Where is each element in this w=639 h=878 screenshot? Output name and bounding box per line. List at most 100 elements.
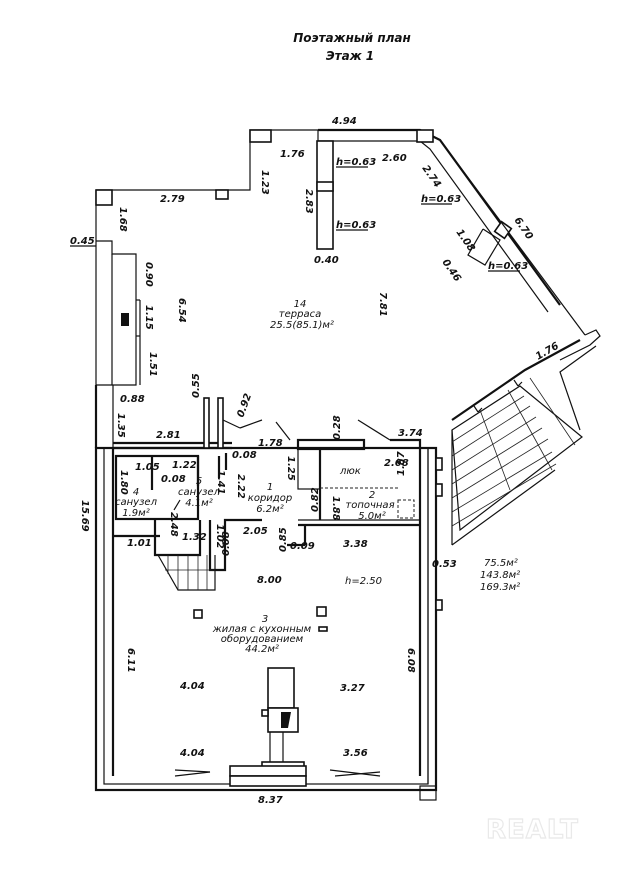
- column: [316, 606, 327, 617]
- dim-label: 2.05: [243, 526, 268, 537]
- dim-label: 1.76: [280, 149, 305, 160]
- partition: [203, 397, 210, 449]
- dim-label: 1.22: [172, 460, 197, 471]
- post: [435, 599, 443, 611]
- dim-label: 0.85: [278, 527, 289, 552]
- dimension-labels: 4.94 1.76 1.23 2.79 1.68 0.45 0.90 1.15 …: [70, 116, 561, 806]
- living-fixtures: [174, 606, 437, 801]
- post: [215, 189, 229, 200]
- room-corridor: 1 коридор 6.2м²: [248, 482, 292, 515]
- dim-label: 1.87: [396, 451, 407, 476]
- total-area: 169.3м²: [480, 582, 520, 593]
- floor-label: Этаж 1: [326, 49, 374, 63]
- room-number: 5: [196, 476, 202, 487]
- dim-label: 0.55: [191, 373, 202, 398]
- dim-label: 3.38: [343, 539, 368, 550]
- dim-label: 1.88: [330, 496, 341, 521]
- room-name-2: оборудованием: [221, 633, 304, 645]
- room-name: терраса: [279, 309, 321, 320]
- pillar-height-label: h=0.63: [421, 194, 461, 205]
- interior-stairs: [157, 554, 216, 591]
- dim-label: 0.90: [143, 262, 154, 287]
- dim-label: 1.32: [182, 532, 207, 543]
- room-name: жилая с кухонным: [212, 624, 312, 635]
- dim-label: 0.82: [310, 487, 321, 512]
- dim-label: 1.51: [147, 352, 158, 377]
- room-area: 25.5(85.1)м²: [270, 320, 334, 331]
- total-area: 75.5м²: [484, 558, 518, 569]
- room-name: санузел: [178, 487, 221, 498]
- dim-label: 1.23: [259, 170, 270, 195]
- dim-label: 4.94: [331, 116, 357, 127]
- post: [95, 189, 113, 206]
- pillar-height-label: h=0.63: [336, 157, 376, 168]
- dim-label: 2.83: [303, 189, 314, 214]
- vent: [318, 626, 328, 632]
- dim-label: 6.08: [405, 648, 416, 673]
- dim-label: 2.48: [168, 512, 179, 537]
- room-number: 1: [267, 482, 273, 493]
- dim-label: 2.79: [160, 194, 185, 205]
- area-totals: 75.5м² 143.8м² 169.3м²: [480, 558, 520, 593]
- pillar-wall: [316, 140, 334, 250]
- dim-label: 2.81: [156, 430, 181, 441]
- dim-label: 0.28: [332, 415, 343, 440]
- post: [249, 129, 272, 143]
- room-name: санузел: [115, 497, 158, 508]
- pillar-cap: [316, 181, 334, 192]
- dim-label: 0.08: [232, 450, 257, 461]
- dim-label: 2.60: [382, 153, 407, 164]
- exterior-stairs: [451, 377, 583, 546]
- room-name: топочная: [345, 500, 394, 511]
- dim-label: 6.54: [176, 298, 187, 323]
- dim-label: 3.56: [343, 748, 368, 759]
- dim-label: 1.15: [143, 305, 154, 330]
- dim-label: 1.41: [215, 470, 226, 495]
- room-area: 6.2м²: [256, 504, 283, 515]
- stove: [267, 667, 295, 709]
- dim-label: 0.08: [221, 531, 232, 556]
- dim-label: 8.37: [258, 795, 283, 806]
- ceiling-height: h=2.50: [345, 576, 382, 587]
- hatch-label: люк: [339, 466, 361, 477]
- room-labels: 14 терраса 25.5(85.1)м² 1 коридор 6.2м² …: [115, 299, 395, 655]
- total-area: 143.8м²: [480, 570, 520, 581]
- dim-label: 1.05: [135, 462, 160, 473]
- dim-label: 0.09: [290, 541, 315, 552]
- dim-label: 0.92: [235, 392, 254, 419]
- dim-label: 15.69: [79, 500, 90, 532]
- dim-label: 6.70: [512, 215, 535, 242]
- dim-label: 6.11: [125, 648, 136, 673]
- dim-label: 0.45: [70, 236, 95, 247]
- dim-label: 2.74: [420, 163, 443, 190]
- chimney-mark: [121, 313, 129, 326]
- room-area: 4.1м²: [185, 498, 212, 509]
- room-name: коридор: [248, 493, 292, 504]
- post: [493, 220, 513, 240]
- dim-label: 2.68: [384, 458, 409, 469]
- dim-label: 3.27: [340, 683, 365, 694]
- room-terrace: 14 терраса 25.5(85.1)м²: [270, 299, 334, 331]
- dim-label: 0.46: [440, 257, 463, 284]
- plan-title: Поэтажный план: [293, 31, 411, 45]
- dim-label: 0.40: [314, 255, 339, 266]
- dim-label: 3.74: [398, 428, 423, 439]
- dim-label: 1.01: [127, 538, 152, 549]
- room-area: 5.0м²: [358, 511, 385, 522]
- watermark-logo: REALT: [486, 815, 579, 845]
- pillar-heights: h=0.63 h=0.63 h=0.63 h=0.63: [336, 157, 528, 272]
- partition: [217, 397, 224, 449]
- dim-label: 1.35: [115, 413, 126, 438]
- room-number: 14: [294, 299, 307, 310]
- room-bath5: 5 санузел 4.1м²: [178, 476, 221, 509]
- room-area: 44.2м²: [245, 644, 279, 655]
- room-number: 4: [133, 487, 139, 498]
- room-number: 3: [262, 614, 268, 625]
- dim-label: 1.08: [454, 227, 477, 254]
- post: [435, 457, 443, 471]
- dim-label: 2.22: [235, 474, 246, 499]
- dim-label: 1.80: [118, 470, 129, 495]
- room-living: 3 жилая с кухонным оборудованием 44.2м²: [212, 614, 312, 655]
- terrace-walls: [94, 128, 601, 448]
